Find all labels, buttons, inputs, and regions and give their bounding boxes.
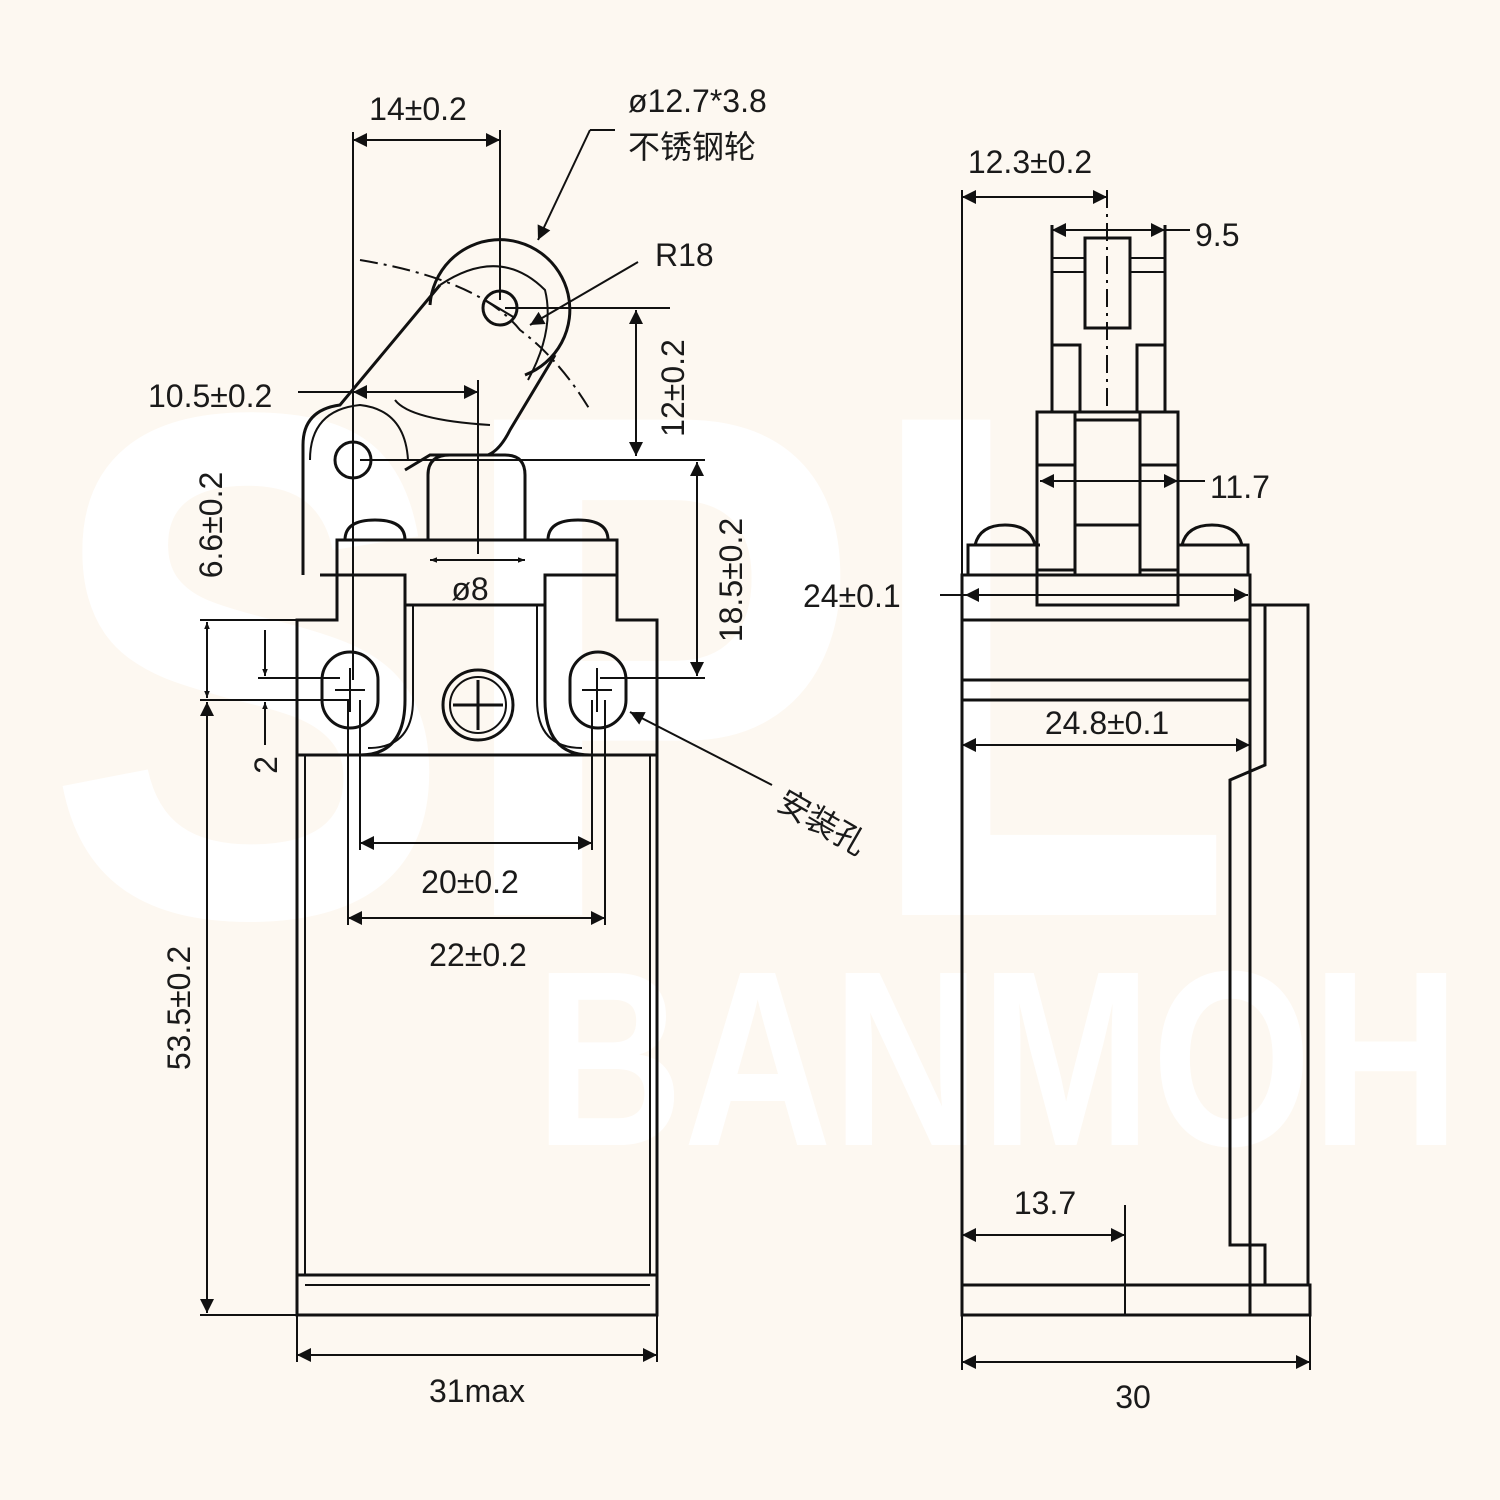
center-screw-icon [441,668,515,742]
dim-hole-inner: 20±0.2 [421,864,519,900]
side-cover [1228,603,1310,1287]
dim-bottom: 13.7 [1014,1185,1076,1221]
dim-height: 53.5±0.2 [161,946,197,1070]
dim-flange: 6.6±0.2 [193,472,229,579]
side-view: 12.3±0.2 9.5 11.7 24±0.1 24.8±0.1 13.7 3… [803,144,1312,1415]
actuator-fork [1035,410,1180,607]
dim-roller-height: 12±0.2 [655,339,691,437]
dim-pivot-offset: 10.5±0.2 [148,378,272,414]
roller-spec: ø12.7*3.8 [628,83,767,119]
r18-arc [359,259,591,411]
roller-material: 不锈钢轮 [628,129,756,165]
switch-body [295,753,659,1317]
dim-roller-offset: 14±0.2 [369,91,467,127]
watermark-bottom: BANMOH [535,919,1460,1198]
screw-left-icon [343,518,407,541]
screw-right-icon [546,518,610,541]
dim-offset: 12.3±0.2 [968,144,1092,180]
dim-fork-inner: 9.5 [1195,217,1239,253]
mounting-hole-right [568,650,628,730]
side-screw-left-icon [973,523,1037,546]
dim-fork-outer: 11.7 [1210,469,1270,505]
dim-width: 31max [429,1373,525,1409]
dim-depth: 30 [1115,1379,1151,1415]
dim-body: 24.8±0.1 [1045,705,1169,741]
dim-hole-outer: 22±0.2 [429,937,527,973]
roller-wheel [428,238,572,377]
dim-plunger: ø8 [451,571,488,607]
side-screw-right-icon [1180,523,1244,546]
dim-slot: 2 [248,756,284,774]
front-view: 14±0.2 ø12.7*3.8 不锈钢轮 R18 12±0.2 10.5±0.… [148,83,873,1409]
mounting-hole-left [320,650,380,730]
dim-head: 24±0.1 [803,578,901,614]
dim-pivot-height: 18.5±0.2 [713,518,749,642]
radius-label: R18 [655,237,714,273]
lever-arm [301,284,442,575]
